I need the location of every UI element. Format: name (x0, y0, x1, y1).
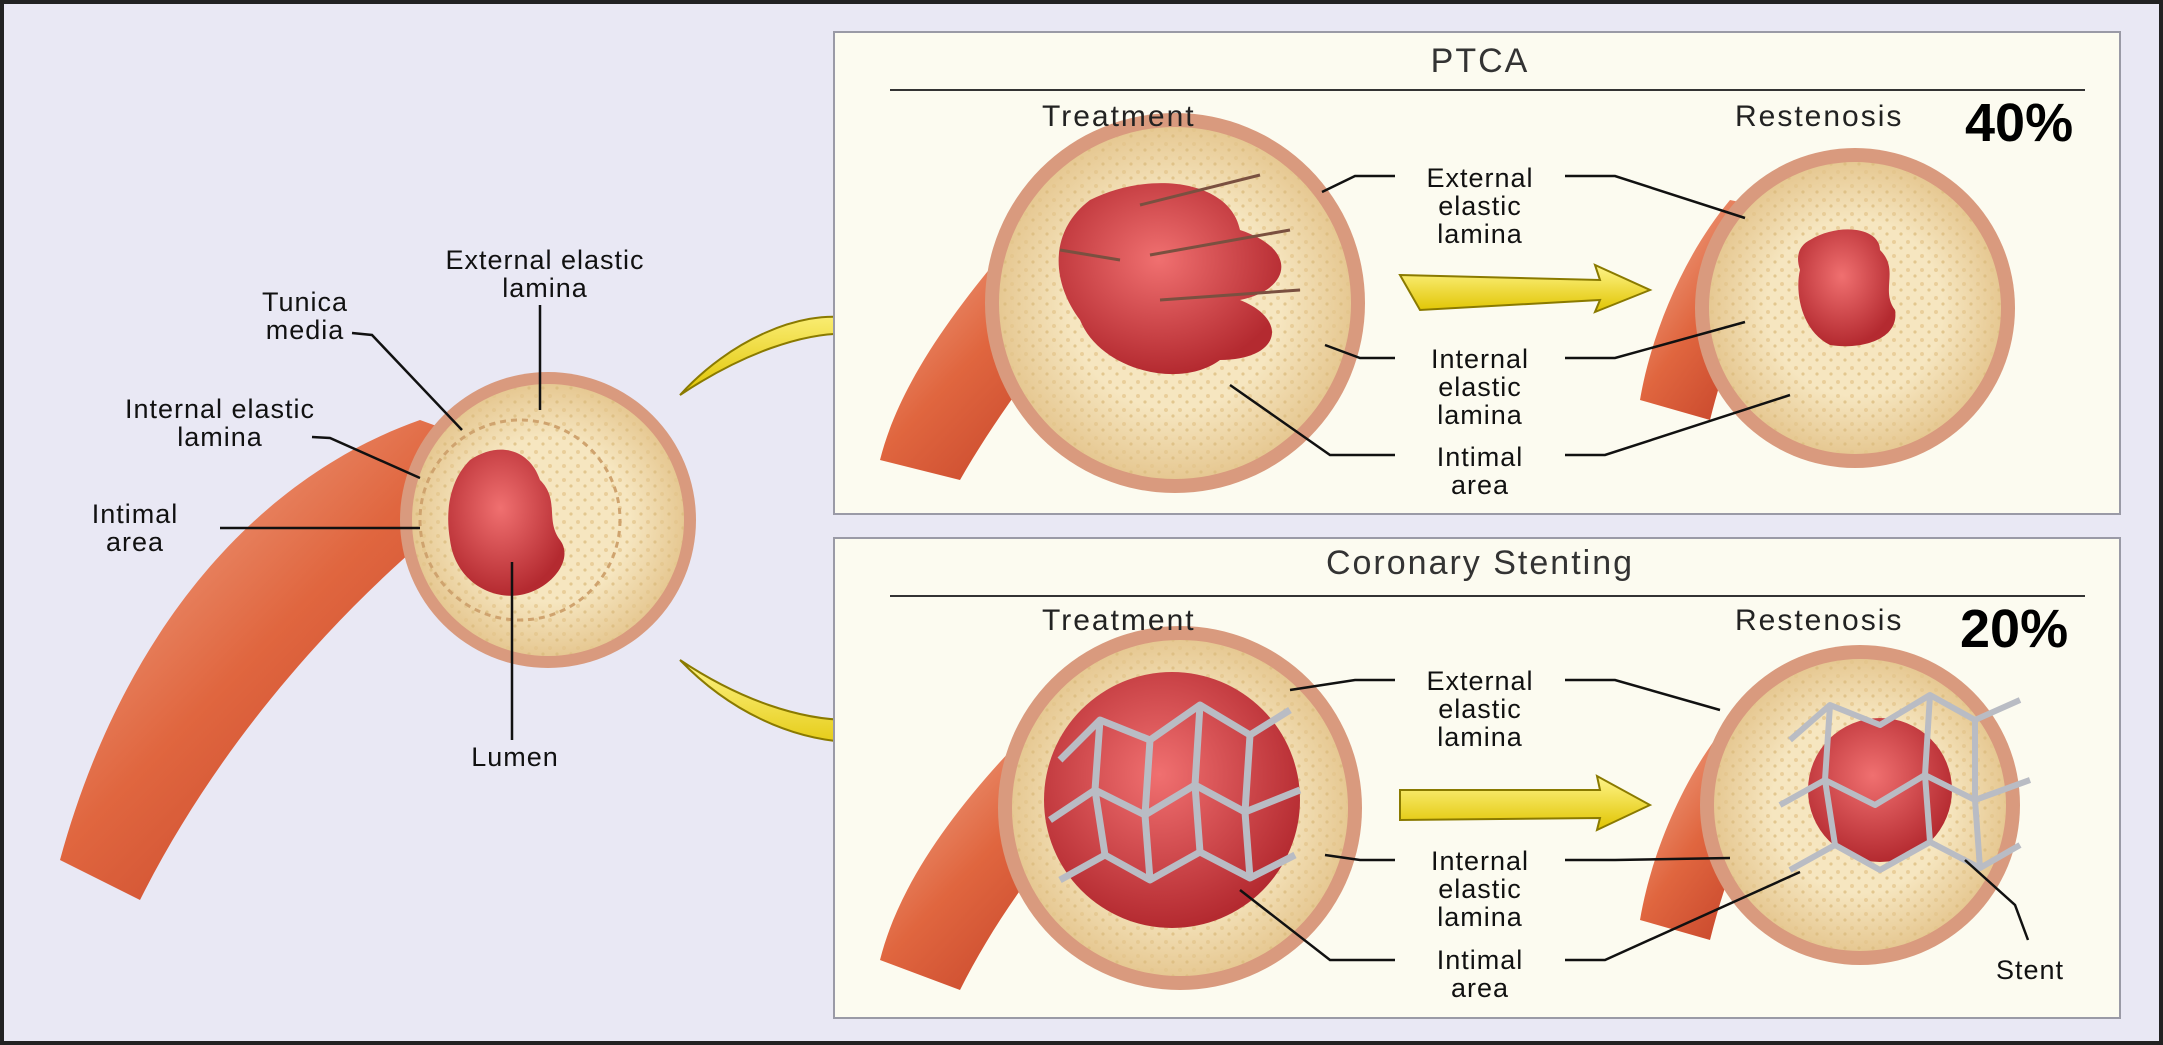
stenting-label-internal-elastic-lamina: Internal elastic lamina (1395, 847, 1565, 931)
ptca-restenosis-heading: Restenosis (1735, 100, 1903, 134)
ptca-restenosis-percent: 40% (1965, 92, 2073, 154)
left-label-external-elastic-lamina: External elastic lamina (405, 246, 685, 302)
stenting-treatment-heading: Treatment (1042, 604, 1196, 638)
stenting-restenosis-percent: 20% (1960, 598, 2068, 660)
stenting-label-external-elastic-lamina: External elastic lamina (1395, 667, 1565, 751)
stenting-label-stent: Stent (1965, 956, 2095, 984)
ptca-title: PTCA (1240, 42, 1720, 81)
left-label-intimal-area: Intimal area (70, 500, 200, 556)
ptca-treatment-heading: Treatment (1042, 100, 1196, 134)
stenting-label-intimal-area: Intimal area (1395, 946, 1565, 1002)
ptca-label-internal-elastic-lamina: Internal elastic lamina (1395, 345, 1565, 429)
ptca-label-external-elastic-lamina: External elastic lamina (1395, 164, 1565, 248)
stenting-title: Coronary Stenting (1240, 544, 1720, 583)
left-label-tunica-media: Tunica media (205, 288, 405, 344)
left-label-lumen: Lumen (420, 743, 610, 771)
ptca-label-intimal-area: Intimal area (1395, 443, 1565, 499)
left-label-internal-elastic-lamina: Internal elastic lamina (85, 395, 355, 451)
stenting-restenosis-heading: Restenosis (1735, 604, 1903, 638)
